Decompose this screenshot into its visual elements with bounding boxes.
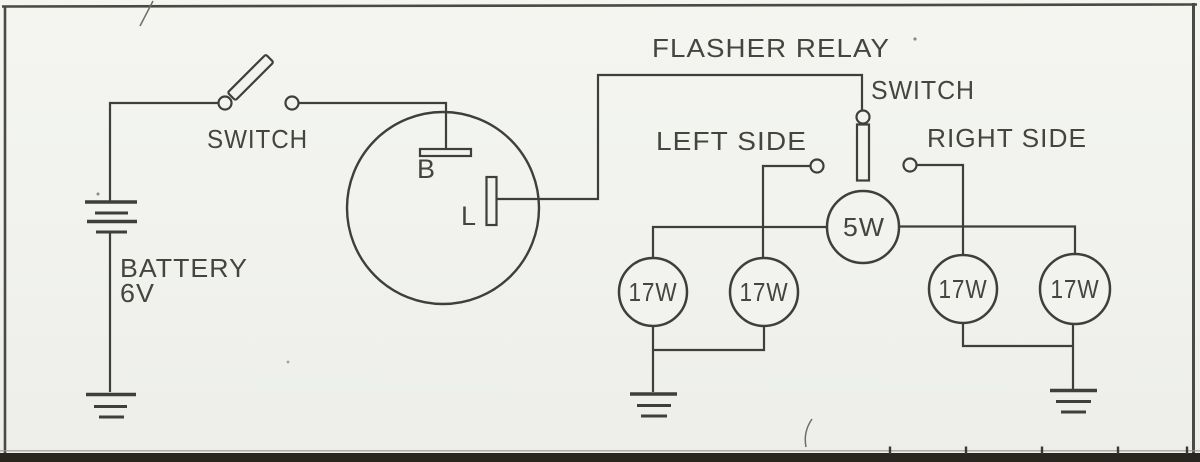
scan-mark-top — [139, 0, 154, 27]
wire-right-inner-bulb-join — [961, 323, 1073, 348]
wire-left-contact-to-bulb — [761, 164, 811, 258]
main-switch-label: SWITCH — [207, 124, 308, 154]
wiring — [108, 73, 1077, 392]
flasher-relay-symbol — [345, 110, 541, 306]
wire-main-switch-to-relay-b — [298, 101, 448, 150]
right-outer-bulb-wattage: 17W — [1051, 274, 1100, 304]
scan-speck-2 — [96, 192, 100, 196]
indicator-switch-symbol — [809, 109, 918, 182]
indicator-switch-lever — [855, 123, 871, 182]
left-side-label: LEFT SIDE — [656, 126, 807, 156]
right-side-label: RIGHT SIDE — [927, 123, 1087, 153]
main-switch-lever — [227, 54, 274, 101]
left-outer-bulb-circle — [617, 256, 689, 328]
terminal-b-bar — [418, 147, 473, 158]
left-inner-bulb-circle — [728, 256, 800, 328]
battery-label: BATTERY — [120, 253, 248, 283]
scan-artifacts — [96, 0, 917, 448]
terminal-l-bar — [485, 175, 498, 227]
terminal-l-label: L — [461, 201, 477, 231]
wire-left-branch-to-pilot — [651, 225, 827, 258]
left-side-contact — [809, 158, 825, 174]
flasher-relay-label: FLASHER RELAY — [652, 33, 890, 63]
bottom-table-ticks — [888, 446, 1189, 454]
battery-voltage-label: 6V — [120, 278, 155, 308]
right-inner-bulb-circle — [927, 253, 999, 325]
left-outer-bulb-wattage: 17W — [629, 277, 678, 307]
right-inner-bulb-wattage: 17W — [939, 274, 988, 304]
wire-left-inner-bulb-join — [653, 326, 766, 352]
right-outer-bulb-circle — [1038, 252, 1112, 326]
indicator-switch-contact — [855, 109, 871, 125]
ground-symbol-left-side — [630, 392, 677, 418]
scan-speck-3 — [286, 360, 290, 364]
battery-symbol — [85, 200, 137, 234]
bulbs — [617, 189, 1112, 328]
main-switch-contact-left — [217, 95, 233, 111]
sheet-frame — [0, 3, 1200, 462]
frame-bottom-band — [0, 453, 1200, 462]
left-inner-bulb-wattage: 17W — [740, 277, 789, 307]
main-switch-contact-right — [284, 95, 300, 111]
pilot-bulb-circle — [825, 189, 901, 265]
wire-right-contact-to-bulb — [916, 163, 965, 255]
terminal-b-label: B — [417, 154, 436, 184]
scan-speck-1 — [913, 37, 917, 41]
wire-relay-l-to-indicator-switch — [497, 73, 864, 201]
ground-symbol-right-side — [1050, 388, 1097, 414]
diagram-labels: FLASHER RELAY SWITCH SWITCH LEFT SIDE RI… — [120, 33, 1100, 308]
pilot-bulb-wattage: 5W — [843, 212, 885, 242]
main-switch-symbol — [217, 54, 300, 111]
scan-mark-bottom — [804, 418, 813, 448]
frame-top-border — [1, 3, 1198, 8]
right-side-contact — [902, 157, 918, 173]
wire-pilot-to-right-branch — [899, 225, 1077, 254]
indicator-switch-label: SWITCH — [871, 75, 975, 105]
flasher-relay-circle — [345, 110, 541, 306]
ground-symbol-battery — [86, 392, 136, 419]
wire-battery-to-main-switch — [108, 101, 219, 202]
